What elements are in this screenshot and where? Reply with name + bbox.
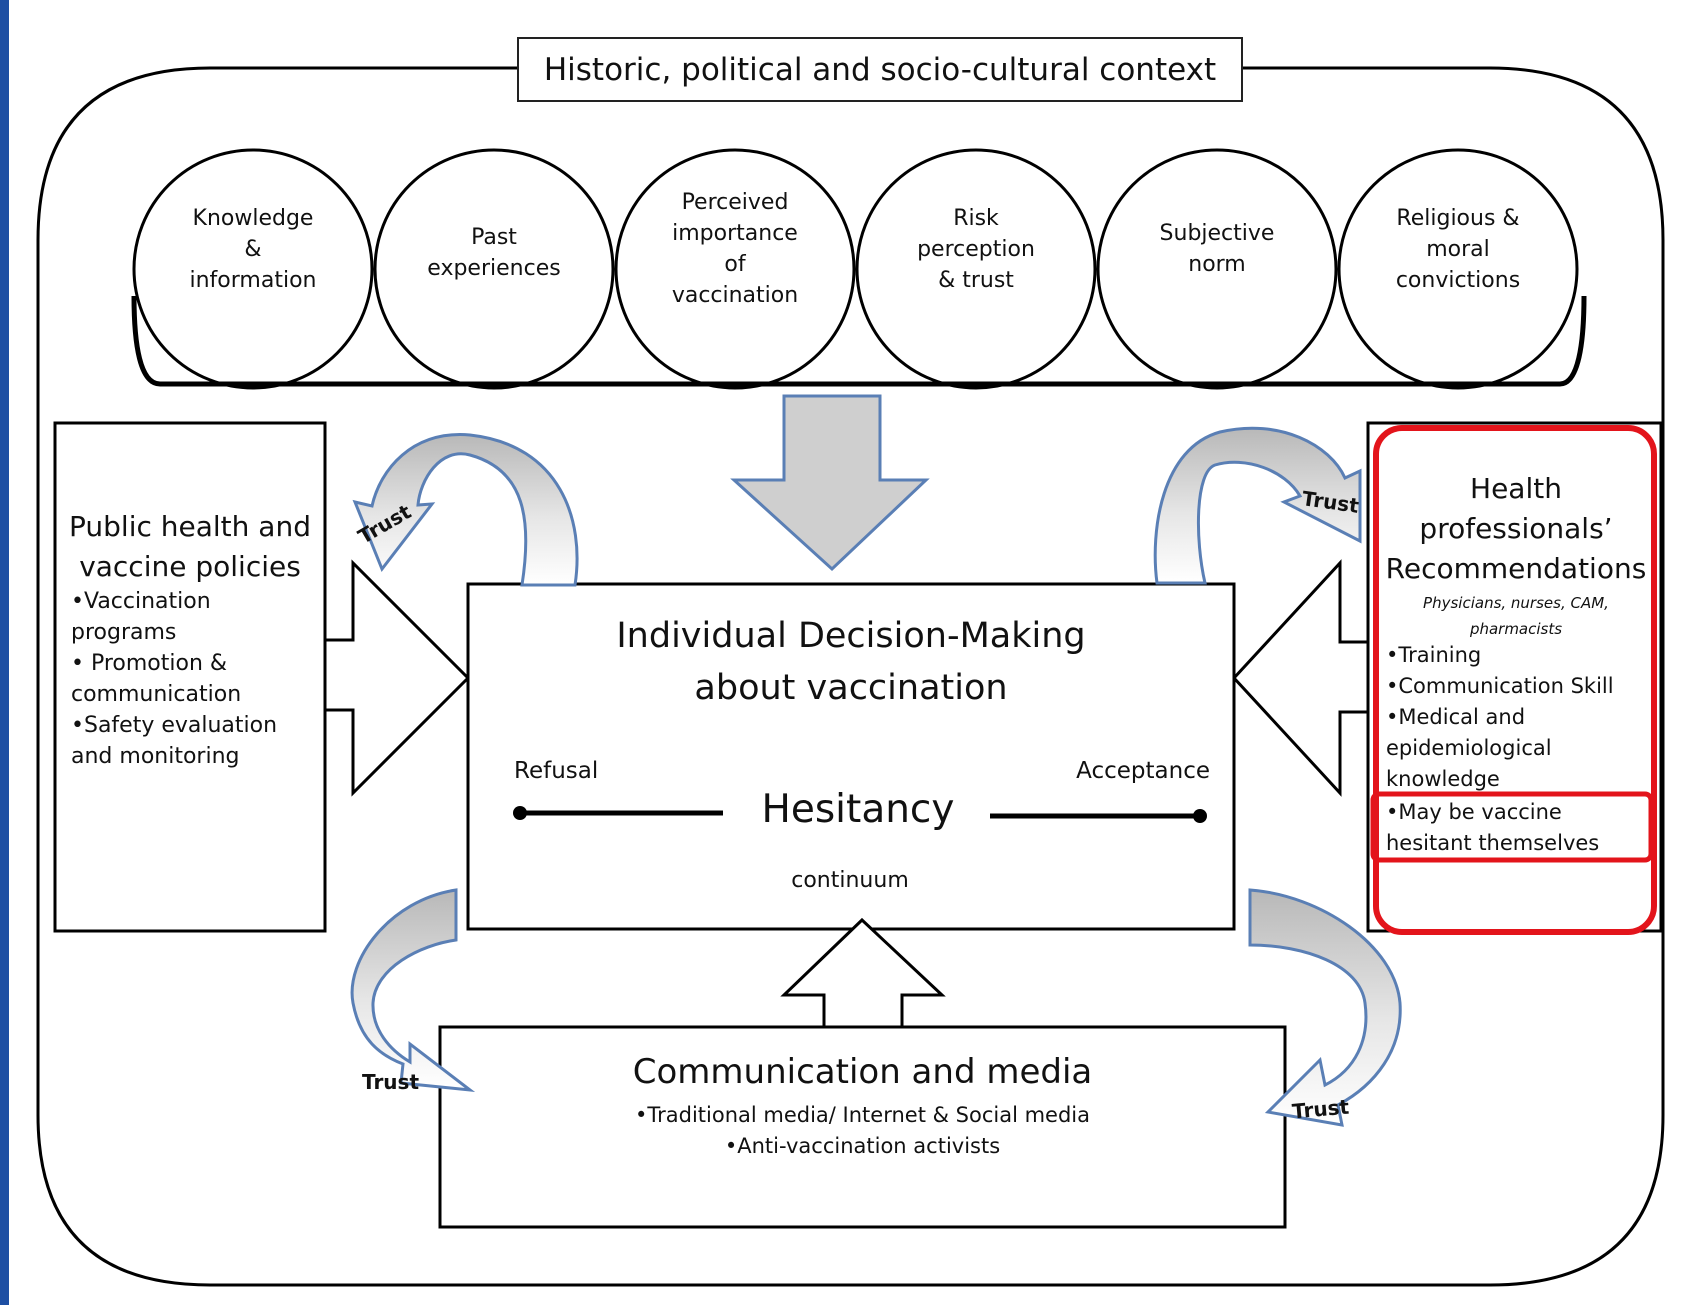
public-health-bullet-3a: •Safety evaluation xyxy=(71,713,278,738)
public-health-bullet-1a: •Vaccination xyxy=(71,589,211,614)
factor-label-past: Past experiences xyxy=(394,222,594,284)
factor-circle-religious xyxy=(1337,148,1579,390)
decision-title-line1: Individual Decision-Making xyxy=(616,616,1086,656)
factor-religious-line2: moral xyxy=(1426,237,1490,262)
factor-risk-line2: perception xyxy=(917,237,1035,262)
public-health-bullet-3b: and monitoring xyxy=(71,744,240,769)
factor-religious-line1: Religious & xyxy=(1396,206,1520,231)
public-health-bullet-2b: communication xyxy=(71,682,242,707)
factor-label-knowledge: Knowledge & information xyxy=(153,203,353,296)
factor-importance-line3: of xyxy=(724,252,746,277)
public-health-title-line2: vaccine policies xyxy=(79,550,301,583)
health-professionals-arrow xyxy=(1231,559,1370,797)
factor-knowledge-line3: information xyxy=(189,268,317,293)
acceptance-dot xyxy=(1193,809,1207,823)
health-professionals-highlight xyxy=(1373,425,1657,935)
trust-arrow-bottom-left xyxy=(350,888,476,1093)
factor-label-norm: Subjective norm xyxy=(1117,218,1317,280)
context-title: Historic, political and socio-cultural c… xyxy=(543,52,1217,88)
factor-past-line2: experiences xyxy=(427,256,561,281)
factor-circle-norm xyxy=(1096,148,1338,390)
continuum-label: continuum xyxy=(791,868,909,893)
factor-risk-line3: & trust xyxy=(938,268,1014,293)
refusal-dot xyxy=(513,806,527,820)
factor-circle-past xyxy=(373,148,615,390)
health-professionals-bullet-3c: knowledge xyxy=(1386,767,1500,791)
factor-knowledge-line2: & xyxy=(244,237,262,262)
factor-past-line1: Past xyxy=(471,225,517,250)
decision-title: Individual Decision-Making about vaccina… xyxy=(468,610,1234,714)
context-frame xyxy=(36,66,1665,1287)
factor-circle-knowledge xyxy=(132,148,374,390)
health-professionals-subtitle-line2: pharmacists xyxy=(1469,620,1563,638)
factor-norm-line2: norm xyxy=(1188,252,1246,277)
hesitant-line1: •May be vaccine xyxy=(1386,800,1562,824)
communication-title: Communication and media xyxy=(632,1052,1093,1092)
factor-importance-line1: Perceived xyxy=(681,190,789,215)
public-health-bullet-1b: programs xyxy=(71,620,177,645)
hesitancy-label: Hesitancy xyxy=(761,787,955,832)
factors-bracket xyxy=(131,295,1587,387)
trust-arrow-top-right xyxy=(1153,426,1362,585)
decision-box xyxy=(466,582,1236,931)
factor-risk-line1: Risk xyxy=(953,206,999,231)
context-title-box xyxy=(517,37,1243,102)
hesitant-highlight xyxy=(1370,791,1654,863)
factor-importance-line4: vaccination xyxy=(671,283,799,308)
factor-knowledge-line1: Knowledge xyxy=(192,206,314,231)
acceptance-label: Acceptance xyxy=(1076,758,1210,784)
factor-circle-risk xyxy=(855,148,1097,390)
health-professionals-bullets: •Training •Communication Skill •Medical … xyxy=(1386,640,1658,795)
hesitant-text: •May be vaccine hesitant themselves xyxy=(1386,797,1648,859)
hesitant-line2: hesitant themselves xyxy=(1386,831,1600,855)
communication-bullets: •Traditional media/ Internet & Social me… xyxy=(440,1100,1285,1162)
health-professionals-box xyxy=(1366,421,1663,933)
health-professionals-bullet-1: •Training xyxy=(1386,643,1482,667)
factor-label-risk: Risk perception & trust xyxy=(876,203,1076,296)
health-professionals-subtitle: Physicians, nurses, CAM, pharmacists xyxy=(1380,590,1652,642)
health-professionals-title-line3: Recommendations xyxy=(1385,552,1647,585)
refusal-label: Refusal xyxy=(514,758,599,784)
health-professionals-title-line1: Health xyxy=(1470,472,1562,505)
factor-label-religious: Religious & moral convictions xyxy=(1358,203,1558,296)
public-health-bullet-2a: • Promotion & xyxy=(71,651,228,676)
health-professionals-bullet-3b: epidemiological xyxy=(1386,736,1552,760)
health-professionals-title: Health professionals’ Recommendations xyxy=(1380,469,1652,589)
public-health-box xyxy=(53,421,327,933)
public-health-title-line1: Public health and xyxy=(69,510,311,543)
public-health-bullets: •Vaccination programs • Promotion & comm… xyxy=(71,586,325,772)
factor-religious-line3: convictions xyxy=(1395,268,1521,293)
factor-norm-line1: Subjective xyxy=(1159,221,1275,246)
decision-title-line2: about vaccination xyxy=(694,668,1008,708)
health-professionals-bullet-2: •Communication Skill xyxy=(1386,674,1614,698)
communication-up-arrow xyxy=(780,917,946,1029)
trust-arrow-top-left xyxy=(352,433,579,587)
public-health-title: Public health and vaccine policies xyxy=(62,507,318,587)
trust-label-bottom-right: Trust xyxy=(1291,1094,1350,1124)
trust-arrow-bottom-right xyxy=(1248,888,1402,1127)
communication-bullet-1: •Traditional media/ Internet & Social me… xyxy=(634,1103,1091,1127)
health-professionals-title-line2: professionals’ xyxy=(1419,512,1613,545)
health-professionals-bullet-3a: •Medical and xyxy=(1386,705,1526,729)
factor-label-importance: Perceived importance of vaccination xyxy=(635,187,835,311)
trust-label-bottom-left: Trust xyxy=(362,1070,420,1094)
factor-circle-importance xyxy=(614,148,856,390)
health-professionals-subtitle-line1: Physicians, nurses, CAM, xyxy=(1423,594,1609,612)
factors-down-arrow xyxy=(730,394,930,572)
public-health-arrow xyxy=(323,559,471,797)
communication-box xyxy=(438,1025,1287,1229)
communication-bullet-2: •Anti-vaccination activists xyxy=(724,1134,1001,1158)
factor-importance-line2: importance xyxy=(672,221,798,246)
